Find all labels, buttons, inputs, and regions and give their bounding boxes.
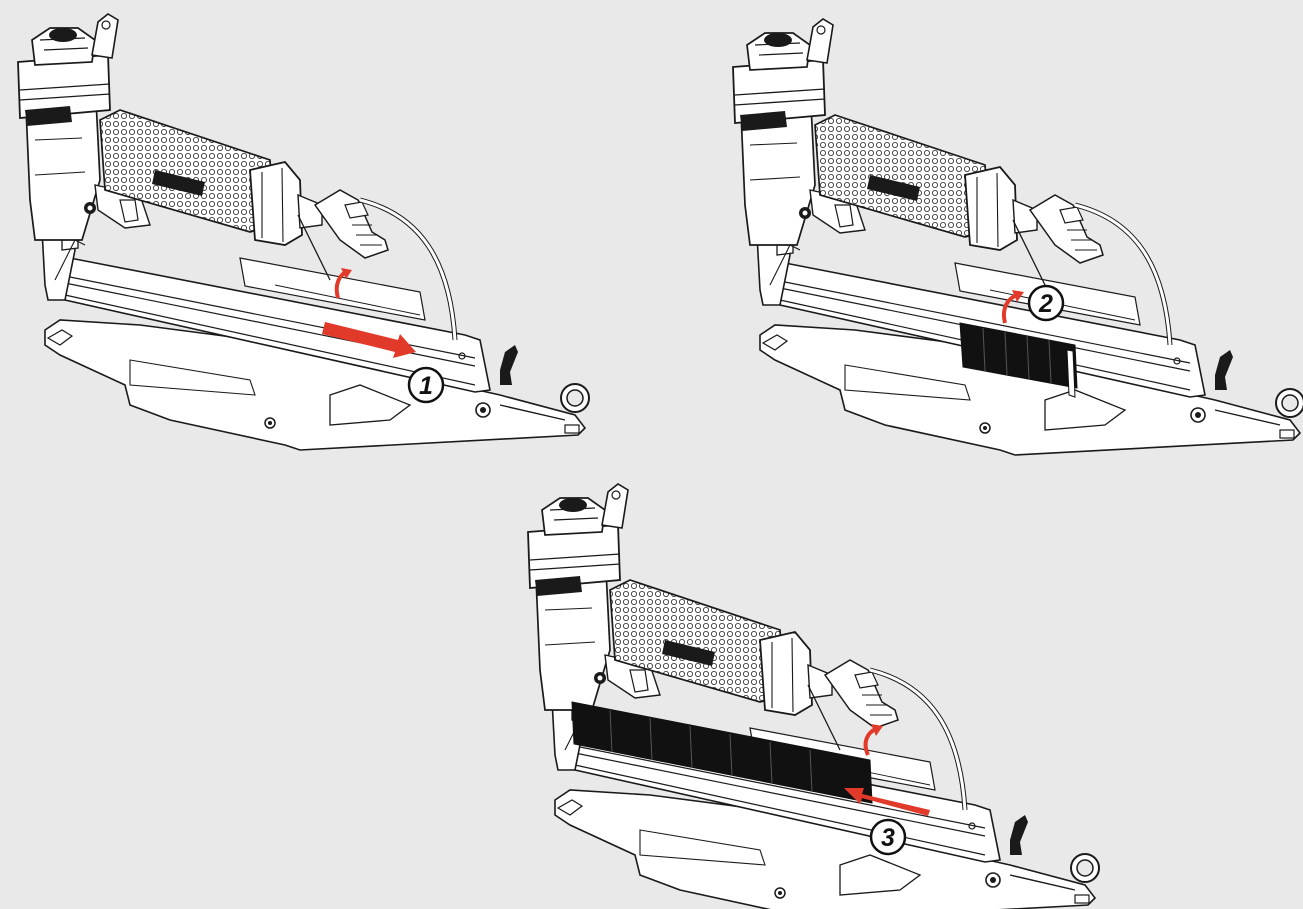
- step-1-panel: 1: [18, 14, 589, 450]
- step-number-3: 3: [881, 824, 895, 852]
- nailer-illustration: [528, 484, 1099, 909]
- nailer-illustration: [18, 14, 589, 450]
- step-number-2: 2: [1038, 290, 1053, 318]
- step-3-panel: 3: [528, 484, 1099, 909]
- nail-strip-long: [571, 701, 873, 804]
- nail-strip-short: [959, 322, 1078, 398]
- push-right-arrow-icon: [322, 322, 416, 358]
- step-2-panel: 2: [733, 19, 1303, 455]
- nailer-illustration: [733, 19, 1303, 455]
- step-number-1: 1: [419, 372, 433, 400]
- push-left-arrow-icon: [844, 788, 930, 816]
